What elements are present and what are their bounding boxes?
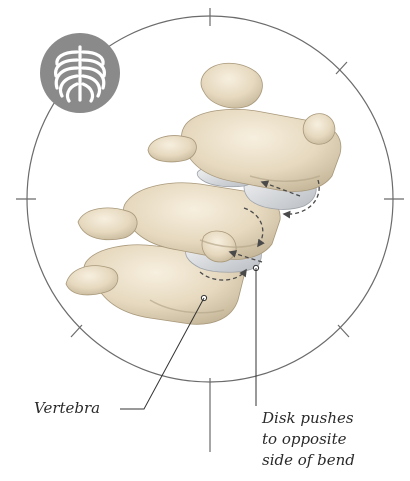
rib-cage-badge	[40, 33, 120, 113]
vertebrae-illustration	[66, 63, 341, 324]
vertebra-label: Vertebra	[34, 399, 100, 417]
disk-label-line-1: Disk pushes	[262, 408, 355, 429]
disk-label: Disk pushes to opposite side of bend	[262, 408, 355, 471]
disk-label-line-2: to opposite	[262, 429, 355, 450]
disk-label-line-3: side of bend	[262, 450, 355, 471]
